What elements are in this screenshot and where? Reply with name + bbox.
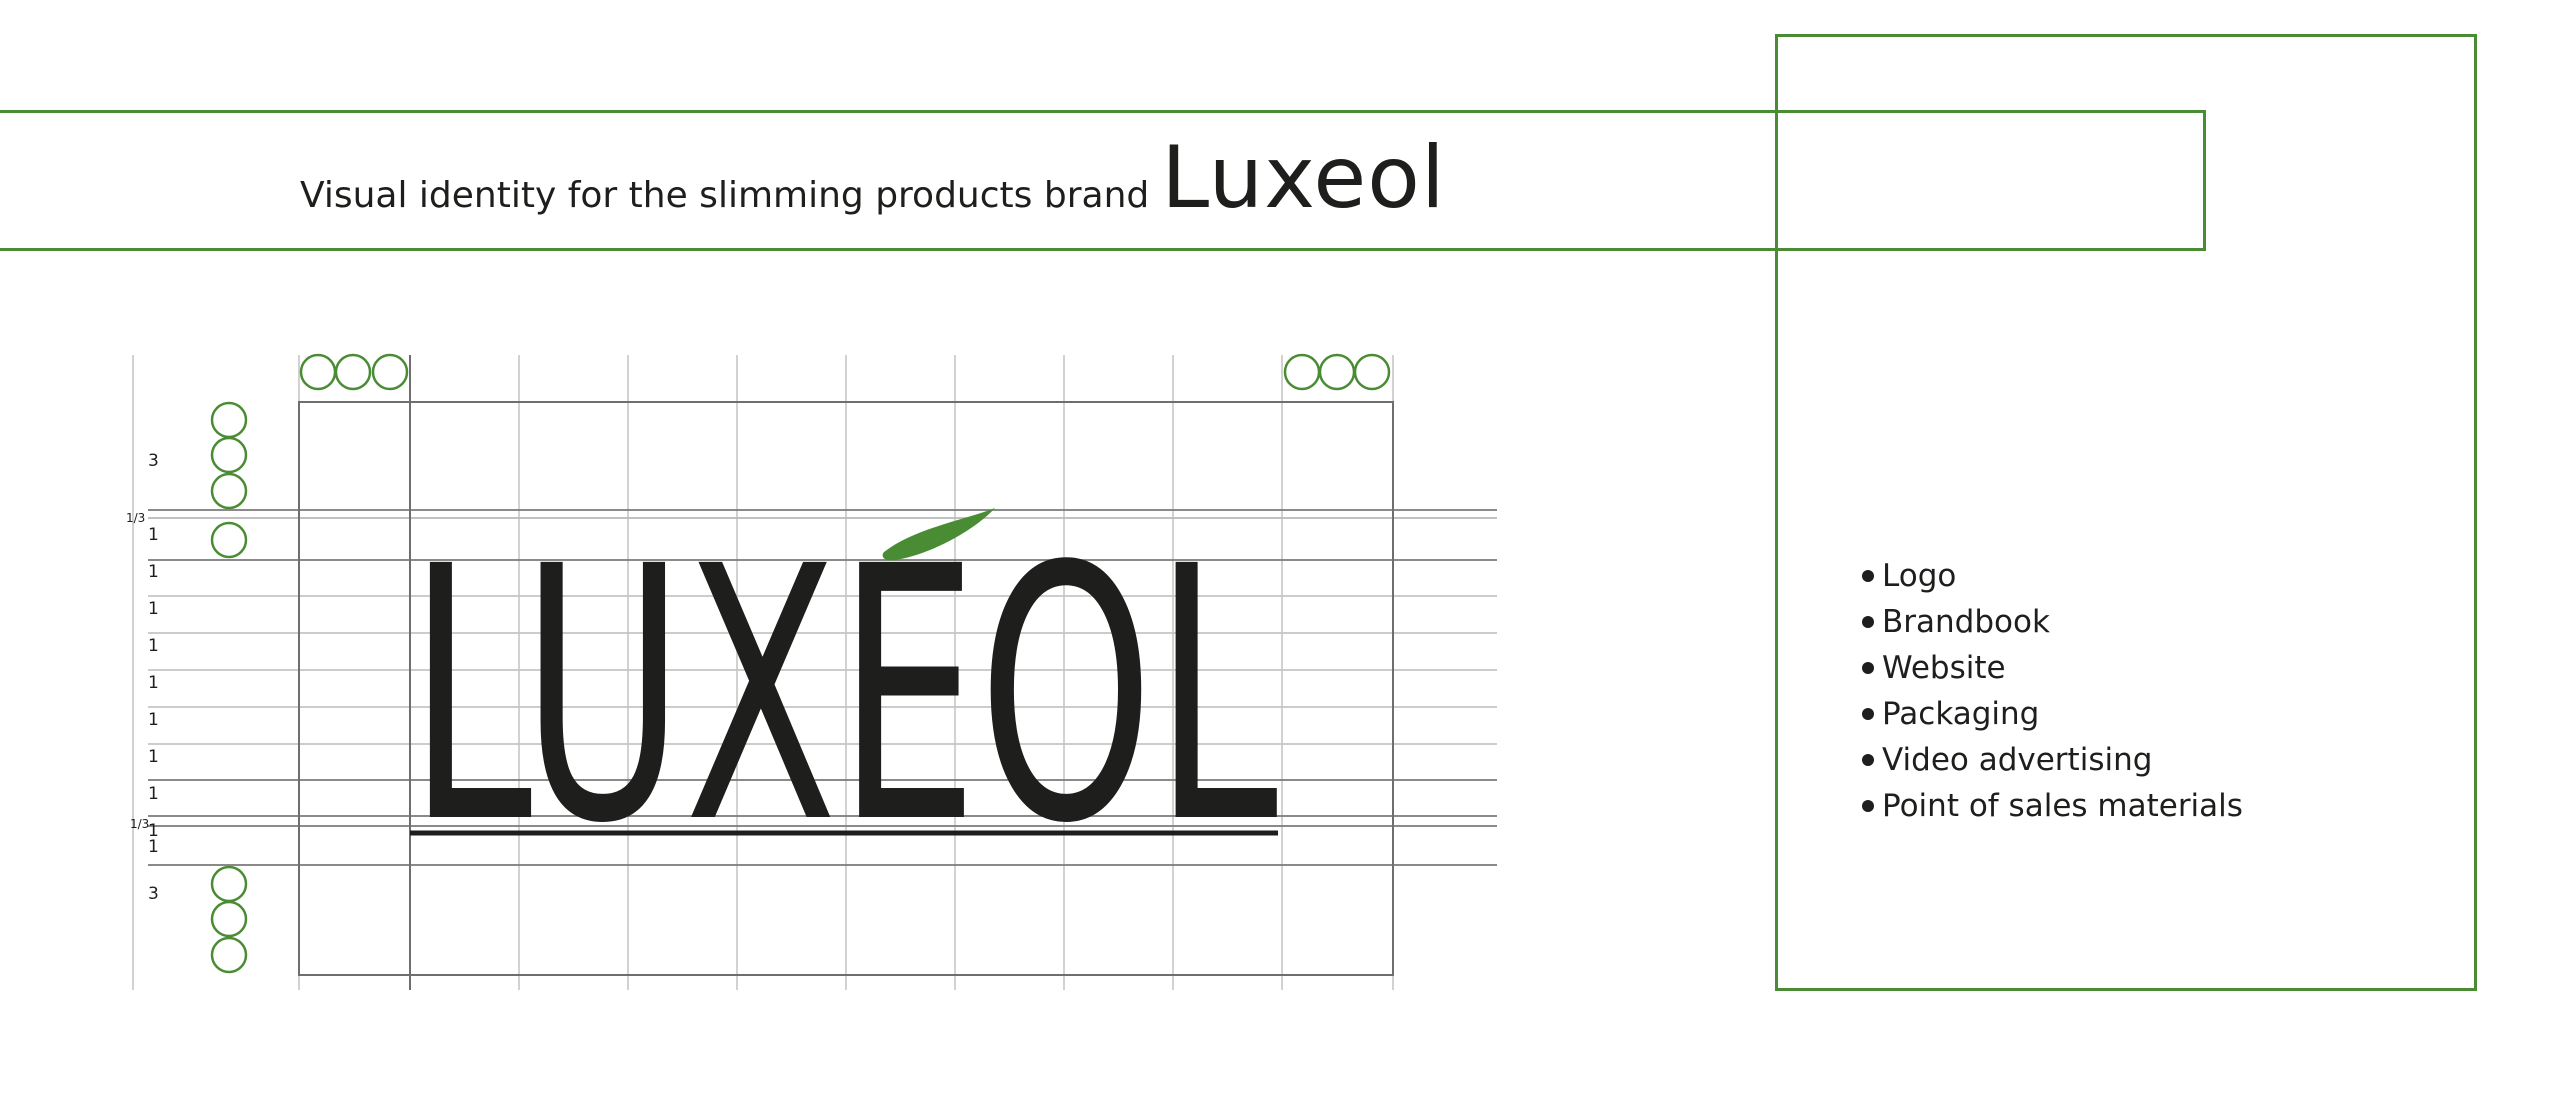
bullet-icon [1862, 570, 1874, 582]
logo-wordmark: LUXEOL [408, 492, 1279, 900]
row-label: 1 [148, 837, 159, 857]
header-band-frame [0, 110, 2206, 251]
bullet-icon [1862, 616, 1874, 628]
row-label: 1 [148, 599, 159, 619]
measurement-circle [210, 936, 248, 974]
measurement-circle [371, 353, 409, 391]
bullet-icon [1862, 754, 1874, 766]
leaf-accent-icon [882, 508, 995, 561]
services-list: Logo Brandbook Website Packaging Video a… [1862, 553, 2243, 829]
measurement-circles [210, 353, 1391, 974]
measurement-circle [210, 521, 248, 559]
list-item: Packaging [1862, 691, 2243, 737]
row-label: 1 [148, 673, 159, 693]
grid-horizontal-lines [148, 509, 1497, 866]
list-item: Logo [1862, 553, 2243, 599]
row-label: 1/3 [130, 817, 149, 831]
list-item: Brandbook [1862, 599, 2243, 645]
title-brand-name: Luxeol [1161, 128, 1446, 228]
bullet-icon [1862, 708, 1874, 720]
measurement-circle [210, 472, 248, 510]
measurement-circle [1318, 353, 1356, 391]
page-title: Visual identity for the slimming product… [300, 128, 1446, 228]
measurement-circle [334, 353, 372, 391]
measurement-circle [1283, 353, 1321, 391]
bullet-icon [1862, 662, 1874, 674]
measurement-circle [210, 401, 248, 439]
measurement-circle [299, 353, 337, 391]
measurement-circle [210, 436, 248, 474]
services-box-frame [1775, 34, 2477, 991]
row-label: 1 [148, 636, 159, 656]
row-label: 3 [148, 451, 159, 471]
row-label: 1/3 [126, 511, 145, 525]
measurement-circle [210, 900, 248, 938]
row-label: 3 [148, 884, 159, 904]
title-subtitle: Visual identity for the slimming product… [300, 175, 1150, 216]
row-label: 1 [148, 525, 159, 545]
list-item: Video advertising [1862, 737, 2243, 783]
row-label: 1 [148, 821, 159, 841]
row-label: 1 [148, 562, 159, 582]
row-label: 1 [148, 710, 159, 730]
bullet-icon [1862, 800, 1874, 812]
row-label: 1 [148, 784, 159, 804]
measurement-circle [210, 865, 248, 903]
list-item: Website [1862, 645, 2243, 691]
safe-area-rect [298, 401, 1394, 976]
list-item: Point of sales materials [1862, 783, 2243, 829]
logo-construction-grid: 3 1/3 1 1 1 1 1 1 1 1 1 1/3 1 3 LUXEOL [126, 353, 1497, 990]
row-label: 1 [148, 747, 159, 767]
measurement-circle [1353, 353, 1391, 391]
